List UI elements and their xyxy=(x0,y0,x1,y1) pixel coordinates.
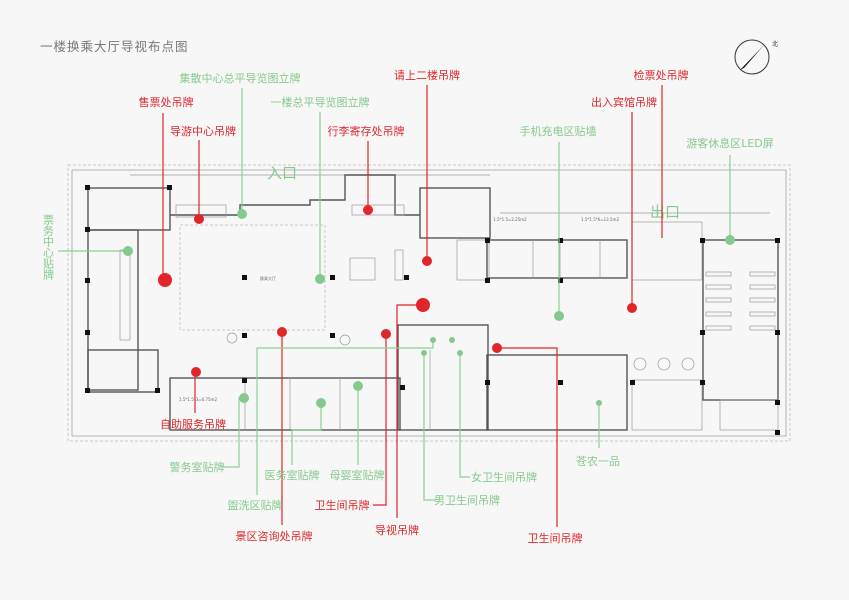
label-led: 游客休息区LED屏 xyxy=(686,136,774,150)
sign-dot xyxy=(449,337,455,343)
sign-dot xyxy=(237,209,247,219)
sign-dot xyxy=(158,273,172,287)
label-guide: 导视吊牌 xyxy=(375,523,419,537)
sign-dot xyxy=(416,298,430,312)
area-right-1: 1.5*1.5=2.25m2 xyxy=(493,217,527,222)
sign-dot xyxy=(381,329,391,339)
sign-dot xyxy=(725,235,735,245)
label-info-desk: 景区咨询处吊牌 xyxy=(236,529,313,543)
label-restroom-left: 卫生间吊牌 xyxy=(315,498,370,512)
sign-dot xyxy=(239,393,249,403)
label-nursing: 母婴室贴牌 xyxy=(330,468,385,482)
label-tour-center: 导游中心吊牌 xyxy=(170,124,236,138)
svg-text:北: 北 xyxy=(772,40,778,48)
sign-dot xyxy=(492,343,502,353)
sign-dot xyxy=(422,256,432,266)
sign-dot xyxy=(627,303,637,313)
page-title: 一楼换乘大厅导视布点图 xyxy=(40,39,189,54)
area-left: 1.5*1.5*3=6.75m2 xyxy=(179,397,217,402)
wall-sign-labels: 集散中心总平导览图立牌 一楼总平导览图立牌 手机充电区贴墙 游客休息区LED屏 … xyxy=(42,71,774,512)
label-clinic: 医务室贴牌 xyxy=(265,468,320,482)
sign-dot xyxy=(191,367,201,377)
north-arrow-icon: 北 xyxy=(734,39,778,75)
label-washroom: 盥洗区贴牌 xyxy=(228,498,283,512)
sign-dot xyxy=(554,311,564,321)
sign-dot xyxy=(315,274,325,284)
entrance-label: 入口 xyxy=(267,164,297,182)
exit-label: 出口 xyxy=(650,203,680,221)
label-ticket-check: 检票处吊牌 xyxy=(634,68,689,82)
sign-dot xyxy=(316,398,326,408)
sign-dot xyxy=(194,214,204,224)
hanging-sign-labels: 售票处吊牌 导游中心吊牌 行李寄存处吊牌 请上二楼吊牌 检票处吊牌 出入宾馆吊牌… xyxy=(139,68,689,545)
label-ticket-office: 售票处吊牌 xyxy=(139,95,194,109)
label-hotel: 出入宾馆吊牌 xyxy=(591,95,657,109)
sign-dot xyxy=(421,350,427,356)
label-hub-map: 集散中心总平导览图立牌 xyxy=(180,71,301,85)
label-luggage: 行李寄存处吊牌 xyxy=(328,124,405,138)
sign-dot xyxy=(596,400,602,406)
label-charging: 手机充电区贴墙 xyxy=(520,124,597,138)
sign-dot xyxy=(277,327,287,337)
sign-dot xyxy=(353,381,363,391)
hall-label: 换乘大厅 xyxy=(260,275,276,281)
label-store: 苍农一品 xyxy=(576,454,620,468)
label-ticket-center: 票务中心贴牌 xyxy=(42,214,55,281)
sign-dot xyxy=(430,337,436,343)
floor-plan: 入口 出口 换乘大厅 1.5*1.5*3=6.75m2 1.5*1.5=2.25… xyxy=(67,164,791,442)
label-restroom-right: 卫生间吊牌 xyxy=(528,531,583,545)
label-self-service: 自助服务吊牌 xyxy=(160,417,226,431)
label-womens-room: 女卫生间吊牌 xyxy=(471,470,537,484)
sign-dot xyxy=(123,246,133,256)
label-mens-room: 男卫生间吊牌 xyxy=(434,493,500,507)
label-floor-map: 一楼总平导览图立牌 xyxy=(271,95,370,109)
hanging-sign-markers xyxy=(158,85,663,527)
area-right-2: 1.5*1.5*6=13.5m2 xyxy=(581,217,619,222)
sign-dot xyxy=(363,205,373,215)
wall-sign-markers xyxy=(58,88,735,501)
label-upstairs: 请上二楼吊牌 xyxy=(394,68,460,82)
sign-dot xyxy=(457,350,463,356)
label-police: 警务室贴牌 xyxy=(170,460,225,474)
